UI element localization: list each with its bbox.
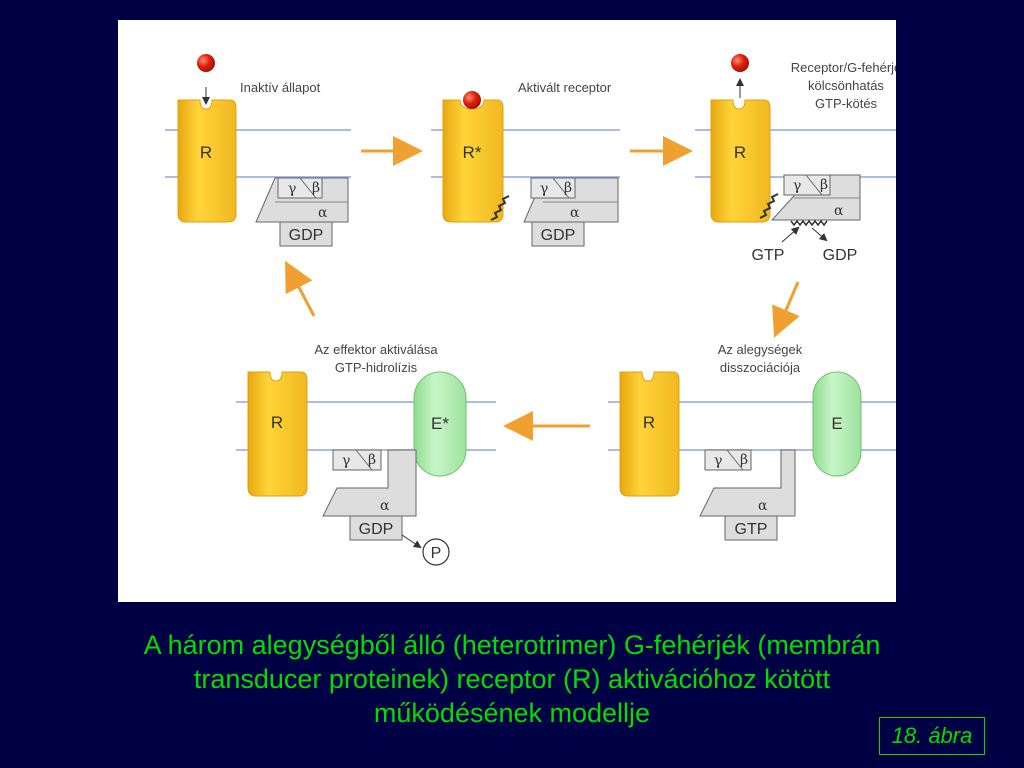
beta-label: β (312, 180, 320, 196)
receptor (247, 371, 308, 497)
effector-label: E (831, 414, 842, 433)
alpha-label: α (318, 205, 328, 221)
effector (812, 371, 862, 477)
panel-label-line1: Az effektor aktiválása (314, 342, 438, 357)
g-protein: γ β α GDP (322, 449, 417, 541)
gamma-label: γ (540, 181, 548, 197)
panel-interaction: R Receptor/G-fehérje kölcsönhatás GTP-kö… (695, 54, 896, 264)
panel-label-line1: Az alegységek (718, 342, 803, 357)
receptor (710, 99, 771, 223)
panel-label-line2: GTP-hidrolízis (335, 360, 418, 375)
beta-label: β (820, 177, 828, 193)
panel-label-line2: disszociációja (720, 360, 801, 375)
panel-activated: R* Aktivált receptor γ β α GDP (431, 80, 620, 247)
diagram-figure: R Inaktív állapot γ β α GDP R* Aktivált … (118, 20, 896, 602)
alpha-label: α (758, 498, 768, 514)
phosphate-arrow (401, 534, 422, 549)
gtp-arrow (781, 226, 800, 243)
gdp-arrow (811, 227, 828, 242)
beta-label: β (740, 452, 748, 468)
receptor (619, 371, 680, 497)
gdp-label: GDP (823, 247, 858, 264)
receptor (442, 99, 504, 223)
g-protein: γ β α GTP (699, 449, 796, 541)
receptor (177, 99, 237, 223)
alpha-label: α (380, 498, 390, 514)
panel-label-line1: Receptor/G-fehérje (791, 60, 896, 75)
panel-inactive: R Inaktív állapot γ β α GDP (165, 54, 351, 247)
panel-label: Aktivált receptor (518, 80, 612, 95)
phosphate-label: P (431, 545, 442, 562)
gamma-label: γ (793, 178, 801, 194)
gamma-label: γ (714, 453, 722, 469)
figure-caption: A három alegységből álló (heterotrimer) … (40, 628, 984, 730)
gtp-label: GTP (735, 521, 768, 538)
exchange-zigzag (790, 219, 828, 227)
g-protein: γ β α GDP (523, 177, 619, 247)
gamma-label: γ (288, 181, 296, 197)
effector (413, 371, 467, 477)
alpha-label: α (570, 205, 580, 221)
ligand (463, 91, 481, 109)
receptor-label: R (200, 143, 212, 162)
caption-line2: transducer proteinek) receptor (R) aktiv… (193, 664, 831, 694)
phosphate-circle (422, 538, 450, 566)
ligand (197, 54, 215, 72)
receptor-label: R (734, 143, 746, 162)
gdp-label: GDP (541, 227, 576, 244)
gamma-label: γ (342, 453, 350, 469)
panel-effector-activation: R E* Az effektor aktiválása GTP-hidrolíz… (236, 342, 496, 566)
beta-label: β (564, 180, 572, 196)
receptor-label: R (271, 413, 283, 432)
gdp-label: GDP (359, 521, 394, 538)
activation-zigzag (759, 193, 779, 219)
flow-arrow (285, 260, 316, 317)
flow-arrow (772, 281, 800, 338)
beta-label: β (368, 452, 376, 468)
panel-label-line3: GTP-kötés (815, 96, 878, 111)
g-protein: γ β α (770, 174, 861, 227)
g-protein: γ β α GDP (255, 177, 349, 247)
panel-label: Inaktív állapot (240, 80, 321, 95)
gdp-label: GDP (289, 227, 324, 244)
receptor-label: R* (463, 143, 482, 162)
caption-line3: működésének modellje (373, 698, 651, 728)
panel-label-line2: kölcsönhatás (808, 78, 884, 93)
effector-label: E* (431, 414, 449, 433)
receptor-label: R (643, 413, 655, 432)
ligand (731, 54, 749, 72)
panel-dissociation: R E Az alegységek disszociációja γ β α G… (608, 342, 896, 541)
figure-number-label: 18. ábra (879, 717, 985, 755)
alpha-label: α (834, 203, 844, 219)
caption-line1: A három alegységből álló (heterotrimer) … (143, 630, 881, 660)
activation-zigzag (490, 195, 510, 221)
gtp-label: GTP (752, 247, 785, 264)
